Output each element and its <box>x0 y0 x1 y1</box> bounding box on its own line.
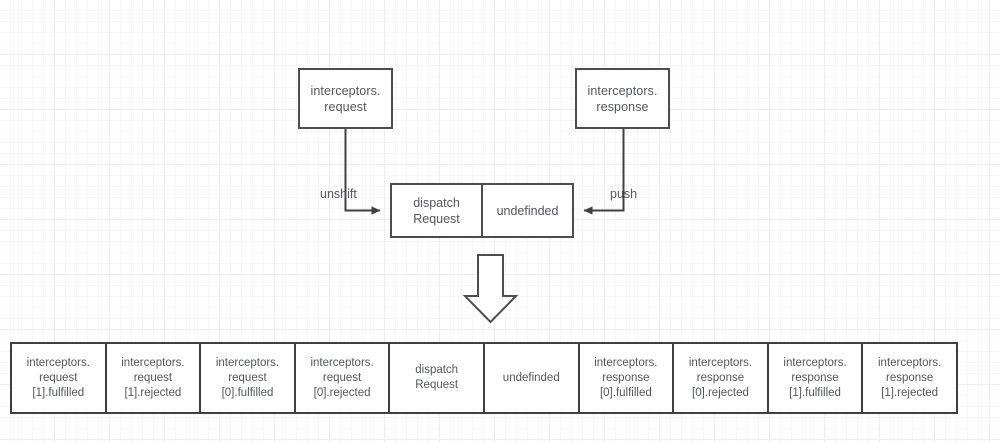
chain-cell-response-1-fulfilled[interactable]: interceptors. response [1].fulfilled <box>766 344 862 412</box>
middle-cell-undefinded[interactable]: undefinded <box>481 185 572 236</box>
chain-cell-response-0-fulfilled[interactable]: interceptors. response [0].fulfilled <box>577 344 673 412</box>
final-chain-queue: interceptors. request [1].fulfilled inte… <box>10 342 958 414</box>
chain-cell-dispatch-request[interactable]: dispatch Request <box>388 344 483 412</box>
middle-cell-dispatch-request[interactable]: dispatch Request <box>392 185 481 236</box>
chain-cell-request-1-rejected[interactable]: interceptors. request [1].rejected <box>104 344 200 412</box>
chain-cell-undefinded[interactable]: undefinded <box>482 344 578 412</box>
node-interceptors-request[interactable]: interceptors. request <box>298 68 393 129</box>
node-interceptors-response[interactable]: interceptors. response <box>575 68 670 129</box>
middle-chain-queue: dispatch Request undefinded <box>390 183 574 238</box>
edge-label-unshift: unshift <box>320 187 357 201</box>
down-block-arrow-icon <box>462 254 519 324</box>
chain-cell-response-0-rejected[interactable]: interceptors. response [0].rejected <box>672 344 767 412</box>
edge-label-push: push <box>610 187 638 201</box>
chain-cell-request-0-rejected[interactable]: interceptors. request [0].rejected <box>293 344 389 412</box>
chain-cell-request-0-fulfilled[interactable]: interceptors. request [0].fulfilled <box>199 344 294 412</box>
chain-cell-request-1-fulfilled[interactable]: interceptors. request [1].fulfilled <box>12 344 105 412</box>
chain-cell-response-1-rejected[interactable]: interceptors. response [1].rejected <box>861 344 956 412</box>
